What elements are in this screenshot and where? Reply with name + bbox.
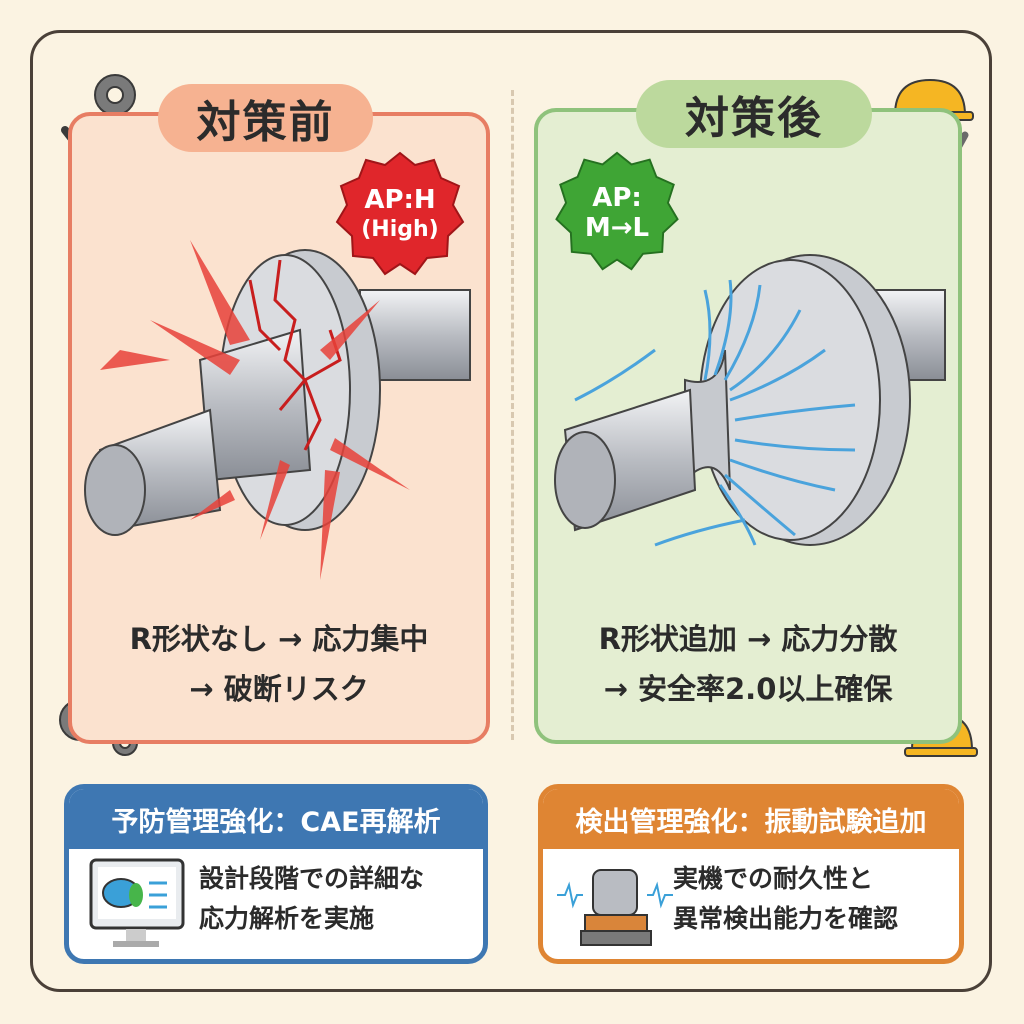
caption-line1: R形状なし → 応力集中: [129, 622, 429, 656]
badge-line2: (High): [361, 217, 439, 242]
shaft-stress-distribution-illustration: [554, 254, 946, 547]
after-caption: R形状追加 → 応力分散 → 安全率2.0以上確保: [538, 614, 958, 714]
badge-line1: AP:: [592, 182, 642, 213]
prevention-box: 予防管理強化：CAE再解析 設計段階での詳細な 応力解析を実施: [64, 784, 488, 964]
detection-description: 実機での耐久性と 異常検出能力を確認: [673, 859, 898, 939]
caption-line2: → 安全率2.0以上確保: [603, 672, 893, 706]
desc-line2: 異常検出能力を確認: [673, 904, 899, 933]
caption-line2: → 破断リスク: [189, 672, 369, 706]
shaft-stress-concentration-illustration: [84, 240, 471, 580]
detection-box: 検出管理強化：振動試験追加 実機での耐久性と 異常検出能力を確認: [538, 784, 964, 964]
after-title: 対策後: [636, 80, 872, 148]
desc-line1: 実機での耐久性と: [673, 864, 874, 893]
divider: [511, 90, 514, 740]
badge-line1: AP:H: [364, 185, 436, 215]
caption-line1: R形状追加 → 応力分散: [598, 622, 898, 656]
before-title: 対策前: [158, 84, 373, 152]
desc-line2: 応力解析を実施: [199, 904, 375, 933]
prevention-title: 予防管理強化：CAE再解析: [69, 789, 483, 849]
vibration-test-icon: [557, 869, 673, 946]
prevention-description: 設計段階での詳細な 応力解析を実施: [199, 859, 424, 939]
ap-medium-low-badge: AP: M→L: [552, 150, 682, 275]
desc-line1: 設計段階での詳細な: [199, 864, 425, 893]
detection-title: 検出管理強化：振動試験追加: [543, 789, 959, 849]
ap-high-badge: AP:H (High): [335, 150, 465, 280]
badge-line2: M→L: [584, 212, 650, 243]
outer-frame: [30, 30, 992, 992]
before-caption: R形状なし → 応力集中 → 破断リスク: [72, 614, 486, 714]
computer-cae-icon: [89, 858, 185, 947]
